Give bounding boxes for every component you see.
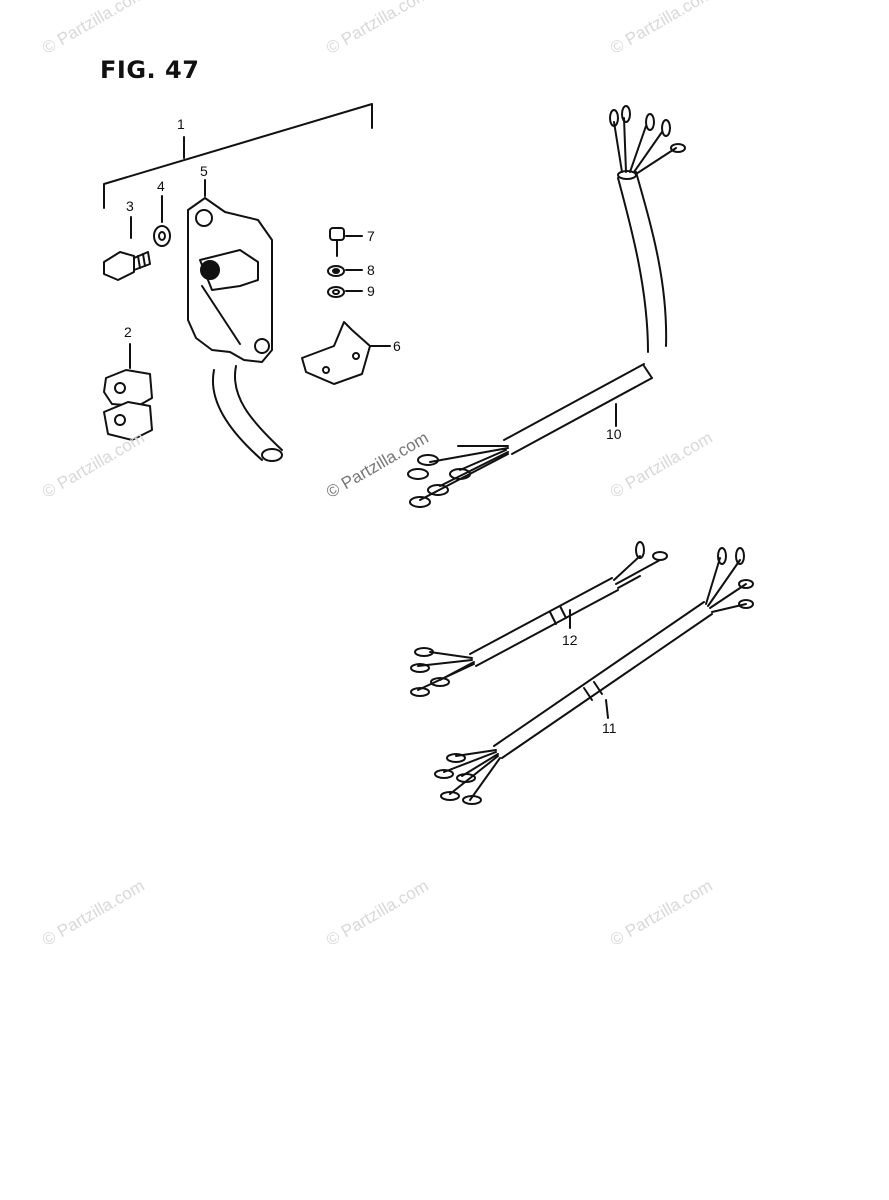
harness-part-12 — [410, 541, 668, 697]
washer-part-4 — [153, 195, 171, 247]
bolt-part-3 — [103, 216, 151, 281]
assembly-bracket — [103, 103, 373, 209]
clamp-part-2 — [103, 343, 153, 441]
screw-part-7 — [329, 227, 363, 257]
callout-11: 11 — [602, 720, 617, 736]
callout-7: 7 — [367, 228, 375, 244]
callout-2: 2 — [124, 324, 132, 340]
callout-8: 8 — [367, 262, 375, 278]
harness-part-10 — [407, 105, 686, 508]
harness-part-11 — [434, 547, 754, 805]
figure-title: FIG. 47 — [100, 56, 200, 84]
callout-10: 10 — [606, 426, 622, 442]
callout-3: 3 — [126, 198, 134, 214]
callout-9: 9 — [367, 283, 375, 299]
callout-6: 6 — [393, 338, 401, 354]
callout-4: 4 — [157, 178, 165, 194]
callout-1: 1 — [177, 116, 185, 132]
bracket-part-6 — [301, 321, 391, 385]
washer-part-9 — [327, 286, 363, 298]
washer-part-8 — [327, 265, 363, 277]
callout-5: 5 — [200, 163, 208, 179]
switch-part-5 — [187, 179, 283, 462]
callout-12: 12 — [562, 632, 578, 648]
